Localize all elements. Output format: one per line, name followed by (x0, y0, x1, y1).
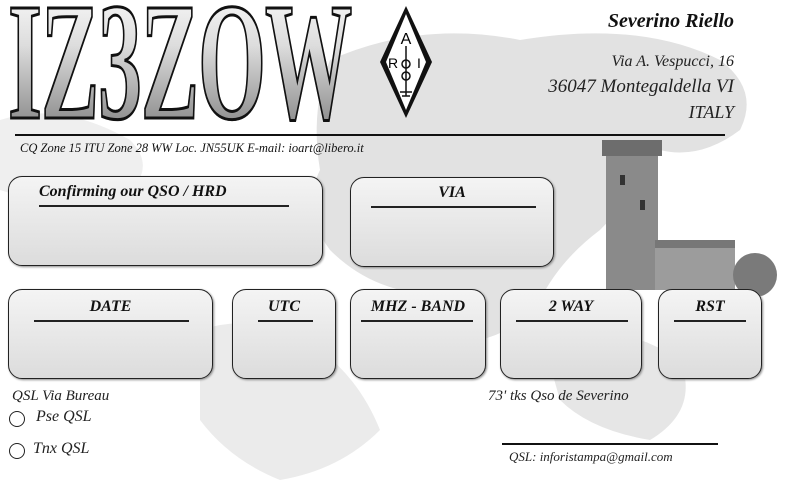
operator-street: Via A. Vespucci, 16 (611, 53, 735, 70)
tnx-qsl-radio[interactable] (9, 443, 25, 459)
via-label: VIA (438, 184, 466, 201)
castle-image (602, 140, 777, 297)
two-way-label: 2 WAY (548, 298, 594, 315)
underline (34, 320, 189, 322)
operator-country: ITALY (688, 102, 734, 122)
band-box: MHZ - BAND (350, 289, 486, 379)
operator-city: 36047 Montegaldella VI (548, 76, 734, 97)
svg-text:I: I (417, 55, 421, 71)
rst-box: RST (658, 289, 762, 379)
svg-text:A: A (401, 31, 412, 48)
confirming-label: Confirming our QSO / HRD (39, 183, 227, 200)
signature-line (502, 443, 718, 445)
date-box: DATE (8, 289, 213, 379)
qsl-via-bureau: QSL Via Bureau (12, 388, 110, 404)
svg-text:R: R (388, 55, 398, 71)
tnx-qsl-label: Tnx QSL (33, 440, 90, 457)
underline (258, 320, 313, 322)
header-divider (15, 134, 725, 136)
utc-label: UTC (268, 298, 300, 315)
underline (39, 205, 289, 207)
date-label: DATE (89, 298, 132, 315)
pse-qsl-radio[interactable] (9, 411, 25, 427)
band-label: MHZ - BAND (370, 298, 466, 315)
underline (516, 320, 628, 322)
underline (674, 320, 746, 322)
printer-credit: QSL: inforistampa@gmail.com (509, 449, 673, 464)
pse-qsl-label: Pse QSL (36, 408, 92, 425)
callsign-title: IZ3ZOW (7, 0, 353, 148)
utc-box: UTC (232, 289, 336, 379)
via-box: VIA (350, 177, 554, 267)
station-info-line: CQ Zone 15 ITU Zone 28 WW Loc. JN55UK E-… (20, 141, 364, 155)
underline (361, 320, 473, 322)
two-way-box: 2 WAY (500, 289, 642, 379)
operator-name: Severino Riello (607, 10, 734, 32)
underline (371, 206, 536, 208)
confirming-box: Confirming our QSO / HRD (8, 176, 323, 266)
ari-diamond-logo-icon: A R I (380, 6, 432, 118)
greeting-text: 73' tks Qso de Severino (488, 388, 629, 404)
rst-label: RST (695, 298, 725, 315)
